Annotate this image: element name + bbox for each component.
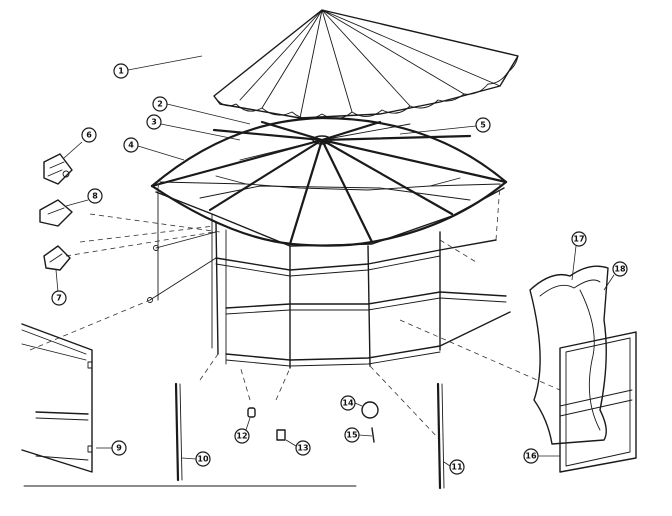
callout-label: 4 (128, 141, 134, 150)
callout-label: 8 (92, 192, 98, 201)
roof-frame (150, 116, 508, 247)
callout-9: 9 (96, 440, 127, 456)
callout-6: 6 (63, 127, 97, 159)
callout-label: 10 (197, 455, 209, 464)
callout-label: 14 (342, 399, 354, 408)
callout-17: 17 (571, 231, 587, 281)
side-panel-left (21, 323, 93, 473)
callout-label: 16 (525, 452, 537, 461)
callout-11: 11 (443, 459, 465, 475)
callout-7: 7 (51, 269, 67, 306)
callout-10: 10 (181, 451, 211, 467)
callout-8: 8 (65, 188, 103, 207)
callout-18: 18 (603, 261, 628, 291)
poles (174, 382, 445, 490)
callout-12: 12 (234, 417, 251, 444)
callout-label: 7 (56, 294, 62, 303)
callout-label: 17 (573, 235, 584, 244)
callout-4: 4 (123, 137, 185, 161)
callout-label: 6 (86, 131, 92, 140)
callout-label: 11 (451, 463, 463, 472)
callout-3: 3 (146, 114, 241, 141)
callout-15: 15 (344, 427, 373, 443)
callout-2: 2 (152, 96, 251, 125)
callout-label: 18 (614, 265, 626, 274)
callout-label: 15 (346, 431, 358, 440)
callout-label: 1 (118, 67, 124, 76)
callout-5: 5 (399, 117, 491, 135)
hardware (247, 401, 379, 443)
callout-14: 14 (340, 395, 363, 411)
canopy-top (213, 9, 519, 119)
callout-label: 3 (151, 118, 157, 127)
panels-right (529, 265, 637, 473)
brackets (39, 153, 73, 271)
callout-label: 13 (297, 444, 308, 453)
callout-label: 5 (480, 121, 486, 130)
callout-13: 13 (285, 439, 311, 456)
callout-16: 16 (523, 448, 560, 464)
callout-label: 9 (116, 444, 122, 453)
callout-label: 2 (157, 100, 163, 109)
callout-label: 12 (236, 432, 247, 441)
gazebo-frame (29, 177, 561, 441)
callout-1: 1 (113, 55, 203, 79)
